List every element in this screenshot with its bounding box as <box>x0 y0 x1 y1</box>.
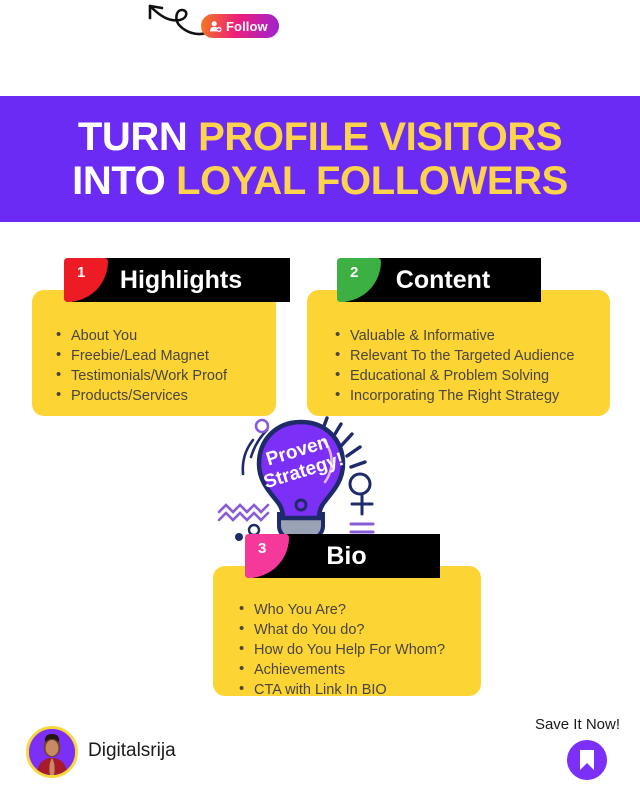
card-content-number: 2 <box>350 264 359 281</box>
bulb-highlight <box>321 438 333 484</box>
bookmark-icon <box>580 750 594 770</box>
list-item: Who You Are? <box>239 599 445 620</box>
zigzag-mark <box>217 503 270 514</box>
card-highlights-number: 1 <box>77 264 86 281</box>
avatar <box>26 726 78 778</box>
follow-button[interactable]: Follow <box>201 14 279 38</box>
follow-button-label: Follow <box>226 18 268 34</box>
headline-line-2-highlight: LOYAL FOLLOWERS <box>176 159 568 203</box>
curved-arrow-icon <box>148 4 208 36</box>
card-highlights-title: Highlights <box>119 265 243 294</box>
headline-line-1-plain: TURN <box>77 115 199 159</box>
save-button[interactable] <box>567 740 607 780</box>
card-bio-list: Who You Are? What do You do? How do You … <box>239 599 445 700</box>
card-bio: Bio 3 Who You Are? What do You do? How d… <box>213 534 481 699</box>
card-bio-title: Bio <box>326 541 367 570</box>
list-item: Freebie/Lead Magnet <box>56 345 227 366</box>
list-item: Relevant To the Targeted Audience <box>335 345 574 366</box>
headline-line-1-highlight: PROFILE VISITORS <box>198 115 563 159</box>
headline-line-1: TURN PROFILE VISITORS <box>77 115 563 159</box>
card-bio-number: 3 <box>258 540 267 557</box>
card-content: Content 2 Valuable & Informative Relevan… <box>307 258 610 416</box>
lightbulb-icon: Proven Strategy! <box>217 416 375 544</box>
user-avatar <box>29 729 75 775</box>
list-item: Testimonials/Work Proof <box>56 365 227 386</box>
headline-line-2-plain: INTO <box>72 159 177 203</box>
list-item: CTA with Link In BIO <box>239 679 445 700</box>
card-highlights-list: About You Freebie/Lead Magnet Testimonia… <box>56 325 227 406</box>
bulb-glass <box>256 419 346 521</box>
headline-banner: TURN PROFILE VISITORS INTO LOYAL FOLLOWE… <box>0 96 640 222</box>
list-item: How do You Help For Whom? <box>239 639 445 660</box>
card-content-title: Content <box>395 265 491 294</box>
zigzag-mark <box>217 511 270 522</box>
lightbulb-graphic: Proven Strategy! <box>215 404 390 549</box>
account-handle: Digitalsrija <box>88 740 176 761</box>
dot-mark <box>235 533 243 541</box>
list-item: Products/Services <box>56 385 227 406</box>
person-add-icon <box>209 20 222 32</box>
list-item: Incorporating The Right Strategy <box>335 385 574 406</box>
card-highlights-header: Highlights <box>72 258 290 302</box>
plus-mark <box>350 492 374 516</box>
list-item: What do You do? <box>239 619 445 640</box>
list-item: About You <box>56 325 227 346</box>
circle-mark <box>348 472 372 496</box>
list-item: Valuable & Informative <box>335 325 574 346</box>
circle-mark <box>254 418 270 434</box>
headline-line-2: INTO LOYAL FOLLOWERS <box>72 160 568 202</box>
bulb-filament <box>294 498 308 512</box>
list-item: Achievements <box>239 659 445 680</box>
card-highlights: Highlights 1 About You Freebie/Lead Magn… <box>32 258 290 416</box>
list-item: Educational & Problem Solving <box>335 365 574 386</box>
save-prompt-label: Save It Now! <box>534 716 620 733</box>
card-content-list: Valuable & Informative Relevant To the T… <box>335 325 574 406</box>
follow-cta-area: Follow <box>0 0 640 96</box>
